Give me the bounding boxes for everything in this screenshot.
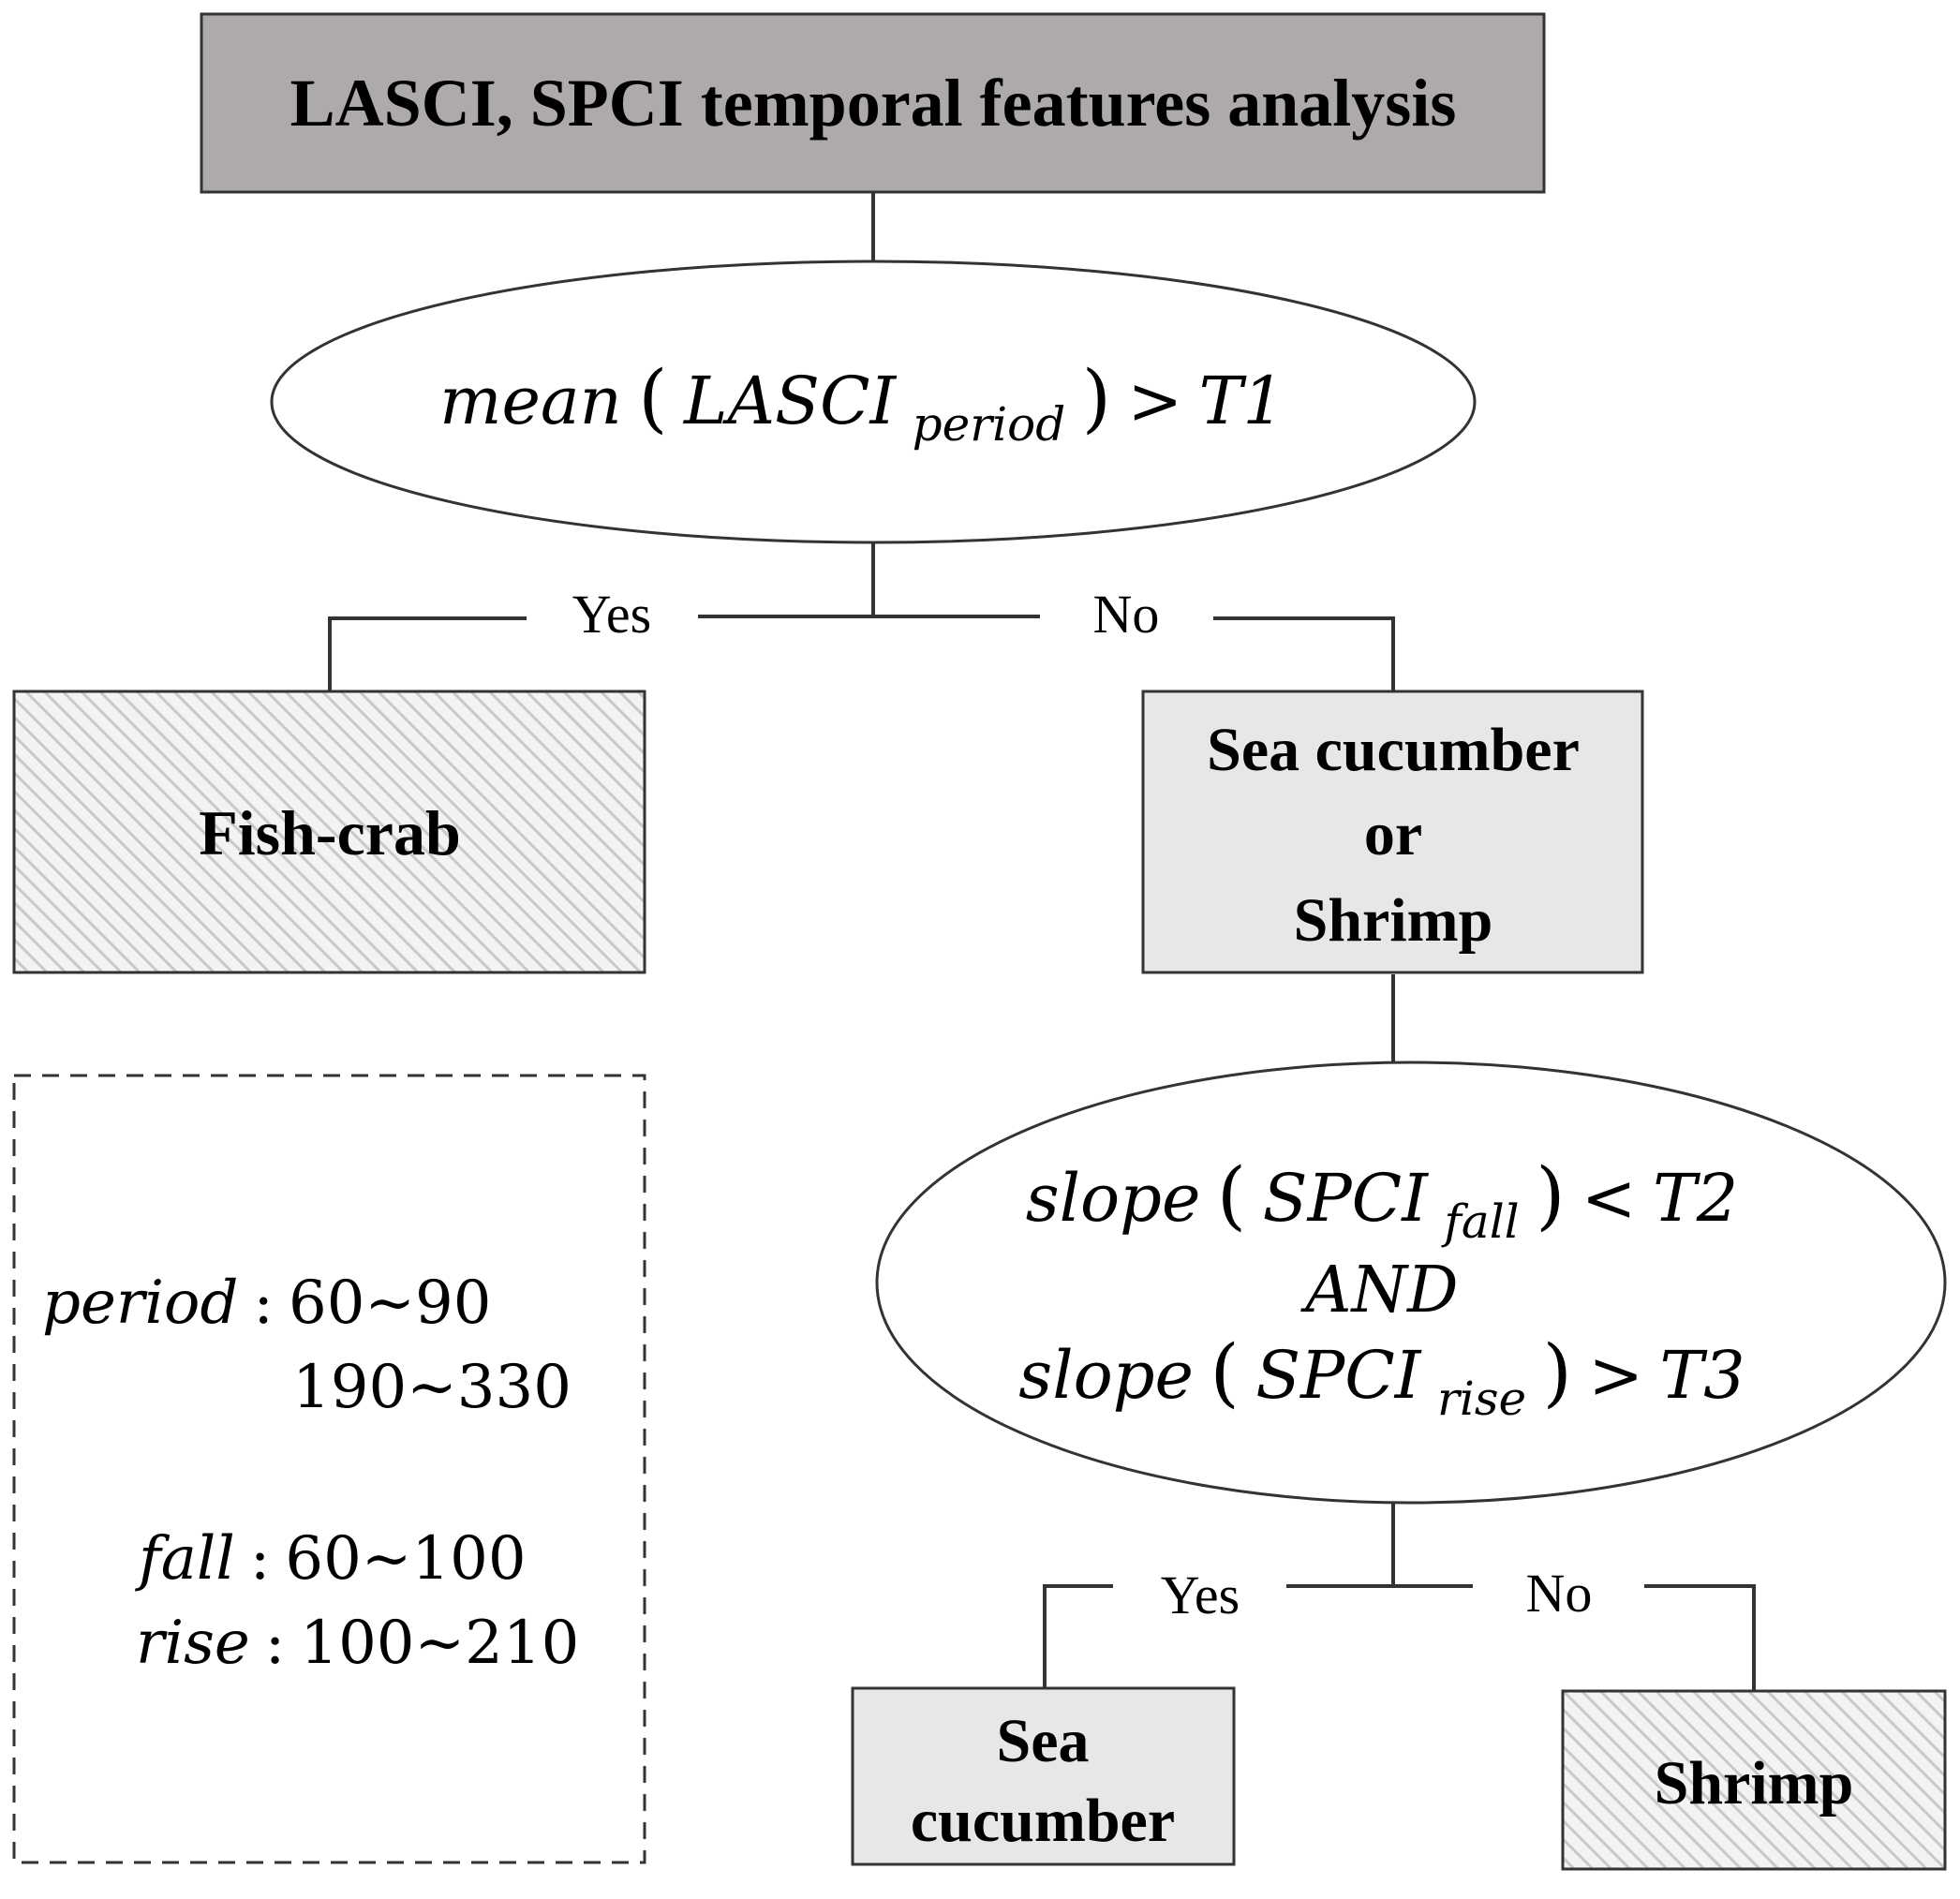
decision1-subscript: period (913, 397, 1066, 452)
branch2-no-label: No (1526, 1563, 1593, 1624)
decision2-cond2-open-paren: ( (1210, 1328, 1239, 1416)
legend-period-value-2: 190~330 (292, 1353, 572, 1422)
decision2-cond2-threshold: T3 (1659, 1337, 1745, 1414)
leaf-sea-cucumber-line1: Sea (997, 1707, 1090, 1775)
legend-period-value-1: 60~90 (289, 1268, 492, 1338)
intermediate-node: Sea cucumber or Shrimp (1141, 690, 1644, 974)
decision1-arg: LASCI (682, 363, 898, 439)
connector-yes2 (1043, 1584, 1113, 1688)
decision2-cond2-subscript: rise (1437, 1372, 1526, 1426)
leaf-sea-cucumber: Sea cucumber (851, 1686, 1236, 1866)
decision2-joiner: AND (1299, 1254, 1458, 1328)
decision2-cond2-close-paren: ) (1543, 1328, 1572, 1416)
legend-period-label: period (42, 1268, 238, 1338)
title-box: LASCI, SPCI temporal features analysis (200, 12, 1546, 194)
connector-no1 (1213, 616, 1395, 691)
leaf-fish-crab: Fish-crab (12, 690, 646, 974)
legend-period-colon: : (253, 1268, 274, 1338)
decision2-cond2-func: slope (1018, 1337, 1194, 1414)
decision1-operator: > (1127, 363, 1182, 439)
leaf-shrimp-label: Shrimp (1655, 1749, 1854, 1817)
connector-yes1 (328, 616, 527, 691)
title-text: LASCI, SPCI temporal features analysis (290, 66, 1457, 141)
legend-rise-colon: : (265, 1609, 286, 1678)
decision2-cond2-operator: > (1588, 1337, 1643, 1414)
legend-rise-value: 100~210 (300, 1609, 579, 1678)
intermediate-line2: or (1364, 800, 1422, 868)
legend-fall-label: fall (135, 1524, 235, 1594)
legend-fall-value: 60~100 (285, 1524, 526, 1594)
decision1-open-paren: ( (638, 354, 667, 441)
decision2-cond1-threshold: T2 (1653, 1160, 1738, 1237)
decision2-cond2: slope ( SPCI rise ) > T3 (1018, 1328, 1745, 1430)
legend-rise-label: rise (136, 1609, 250, 1678)
leaf-shrimp: Shrimp (1561, 1689, 1947, 1871)
connectors (328, 192, 1756, 1691)
legend-fall-row: fall : 60~100 (135, 1524, 527, 1594)
legend-rise-row: rise : 100~210 (136, 1609, 579, 1678)
legend-fall-colon: : (250, 1524, 271, 1594)
decision2-cond1-arg: SPCI (1263, 1160, 1430, 1237)
leaf-fish-crab-label: Fish-crab (199, 797, 461, 868)
decision2-cond2-arg: SPCI (1255, 1337, 1422, 1414)
decision1-threshold: T1 (1199, 363, 1284, 439)
decision-node-2: slope ( SPCI fall ) < T2 AND slope ( SPC… (875, 1061, 1947, 1505)
leaf-sea-cucumber-line2: cucumber (911, 1787, 1175, 1855)
decision2-cond1-open-paren: ( (1217, 1151, 1246, 1239)
decision2-cond1-subscript: fall (1440, 1194, 1519, 1249)
decision2-cond1: slope ( SPCI fall ) < T2 (1026, 1151, 1739, 1253)
decision1-func: mean (439, 363, 622, 439)
legend-period-row: period : 60~90 (42, 1268, 491, 1338)
decision1-close-paren: ) (1082, 354, 1111, 441)
decision1-expression: mean ( LASCI period ) > T1 (439, 354, 1284, 455)
legend-box: period : 60~90 190~330 fall : 60~100 ris… (12, 1074, 646, 1864)
intermediate-line3: Shrimp (1294, 886, 1493, 955)
decision2-cond1-func: slope (1026, 1160, 1201, 1237)
decision-node-1: mean ( LASCI period ) > T1 (270, 260, 1477, 544)
intermediate-line1: Sea cucumber (1207, 716, 1580, 784)
branch1-no-label: No (1093, 584, 1160, 645)
decision2-cond1-operator: < (1581, 1160, 1637, 1237)
branch2-yes-label: Yes (1161, 1565, 1240, 1625)
decision2-cond1-close-paren: ) (1536, 1151, 1565, 1239)
connector-no2 (1644, 1584, 1756, 1691)
branch1-yes-label: Yes (572, 584, 651, 645)
